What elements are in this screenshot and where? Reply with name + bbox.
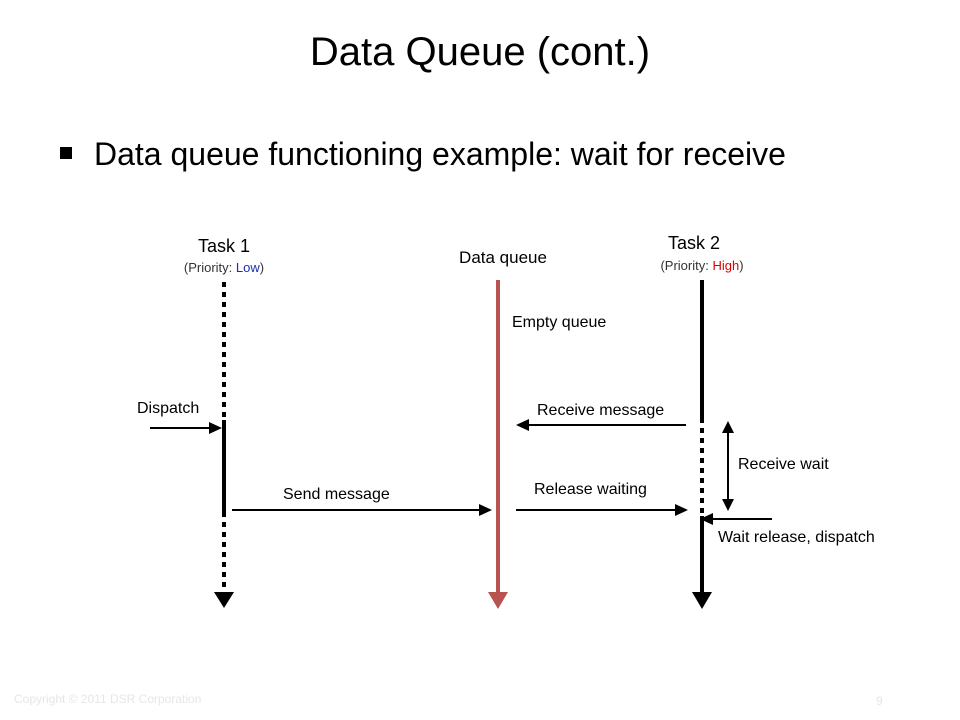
send-message-arrow <box>232 504 492 516</box>
bullet-text: Data queue functioning example: wait for… <box>94 136 786 172</box>
queue-arrowhead <box>488 592 508 609</box>
task2-priority-prefix: (Priority: <box>660 258 713 273</box>
task1-priority-value: Low <box>235 260 260 275</box>
task1-arrowhead <box>214 592 234 608</box>
task2-arrowhead <box>692 592 712 609</box>
release-waiting-label: Release waiting <box>534 481 647 498</box>
task2-priority-value: High <box>712 258 740 273</box>
dispatch-arrow <box>150 422 222 434</box>
slide-title: Data Queue (cont.) <box>309 30 651 74</box>
release-waiting-arrow <box>516 504 688 516</box>
task2-priority-suffix: ) <box>739 258 744 273</box>
copyright-footer: Copyright © 2011 DSR Corporation <box>14 692 202 706</box>
task1-priority: (Priority: Low) <box>154 260 294 276</box>
empty-queue-label: Empty queue <box>512 314 607 331</box>
send-message-label: Send message <box>283 486 390 503</box>
receive-wait-label: Receive wait <box>738 456 829 473</box>
dispatch-label: Dispatch <box>137 400 200 417</box>
square-bullet-icon <box>60 146 72 159</box>
task1-title: Task 1 <box>197 236 251 256</box>
task2-title: Task 2 <box>667 233 721 253</box>
receive-message-arrow <box>516 419 686 431</box>
queue-title: Data queue <box>459 248 547 267</box>
page-number: 9 <box>876 694 883 708</box>
task1-lifeline <box>214 282 234 608</box>
task1-priority-suffix: ) <box>259 260 265 275</box>
task1-priority-prefix: (Priority: <box>183 260 236 275</box>
wait-release-dispatch-arrow <box>700 513 772 525</box>
bullet-item: Data queue functioning example: wait for… <box>60 134 786 174</box>
task2-lifeline <box>692 280 712 609</box>
receive-wait-double-arrow <box>722 421 734 511</box>
receive-message-label: Receive message <box>537 402 665 419</box>
queue-lifeline <box>488 280 508 609</box>
wait-release-dispatch-label: Wait release, dispatch <box>718 529 875 546</box>
task2-priority: (Priority: High) <box>632 258 772 274</box>
